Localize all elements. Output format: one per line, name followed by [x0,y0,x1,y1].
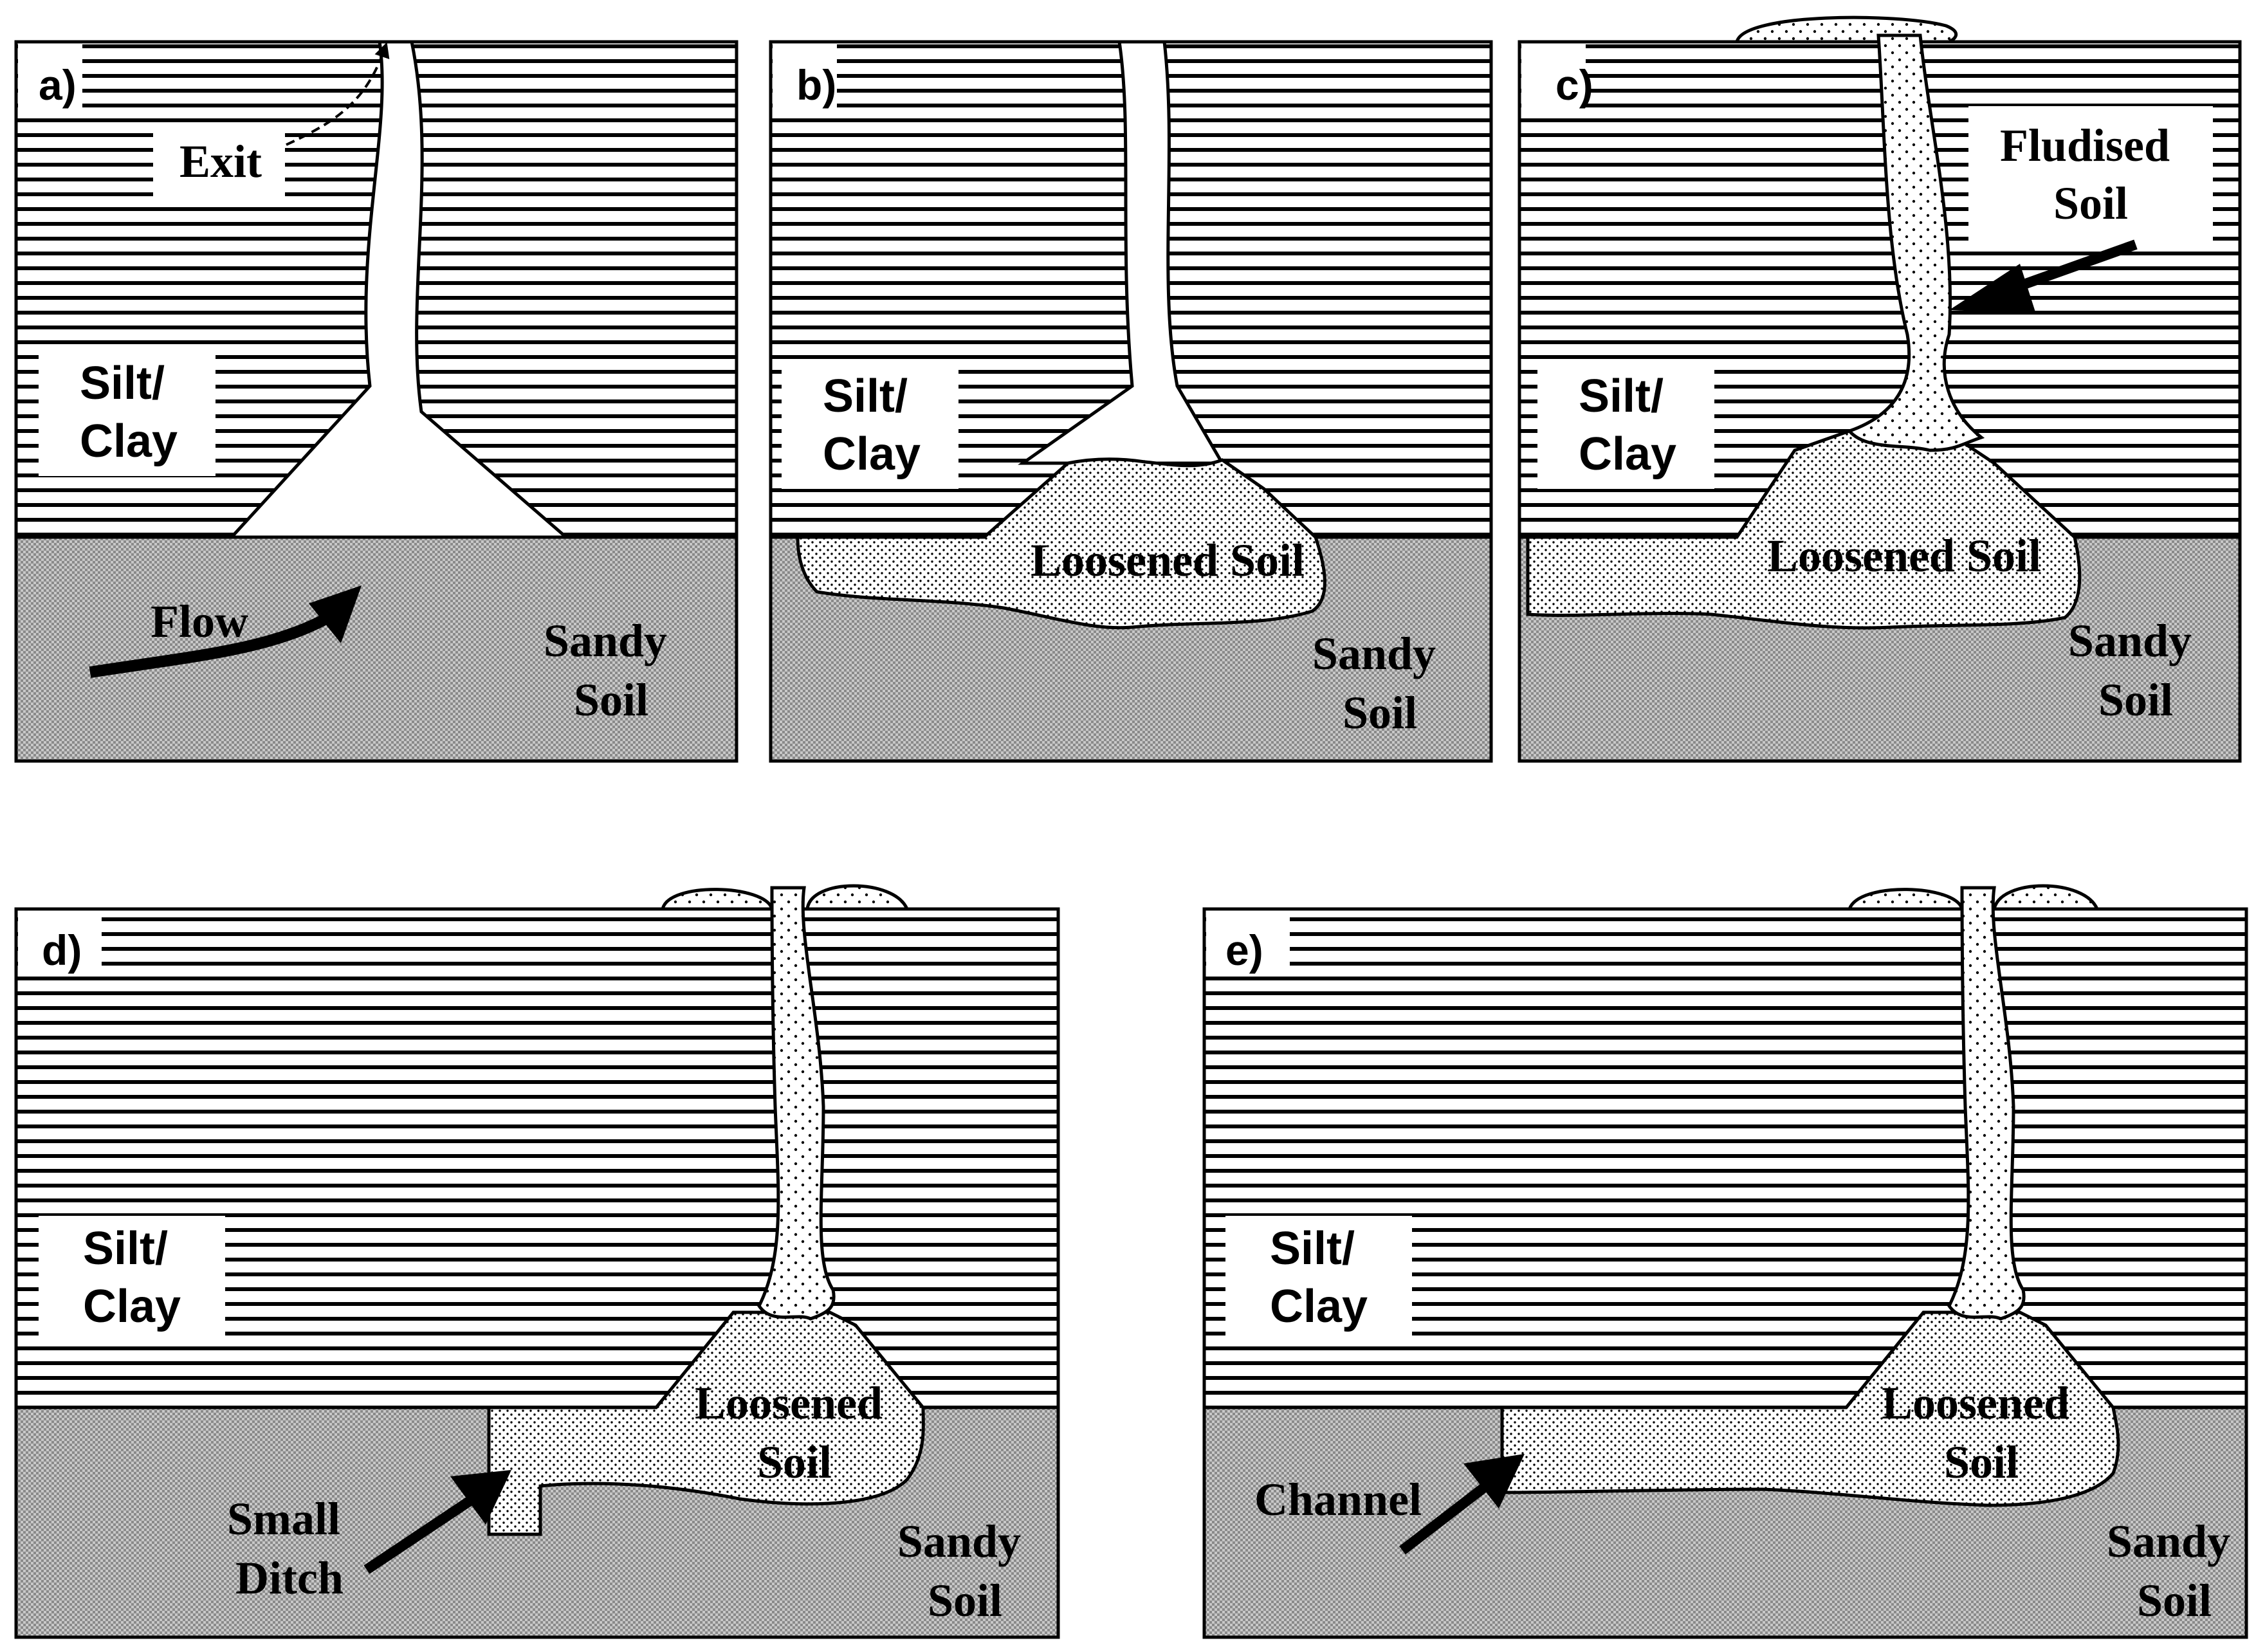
arrow-icon [1949,264,2036,314]
ejected-soil-mound [1847,888,1965,911]
pipe-path-icon [228,40,571,539]
sandy-soil-layer [14,535,738,763]
arrow-icon [1399,1482,1489,1555]
panel-d: d) Silt/ Clay Loosened Soil Small Ditch … [14,884,1060,1639]
sandy-soil-label: Sandy Soil [2068,615,2203,726]
silt-clay-label: Silt/ Clay [823,371,921,480]
fluidised-soil-label-bg [1968,106,2213,241]
panel-tag: c) [1555,61,1593,109]
panel-tag: d) [42,926,82,974]
silt-clay-label-bg [1225,1216,1412,1345]
panel-tag: a) [39,61,77,109]
silt-clay-label: Silt/ Clay [83,1223,181,1332]
panel-tag: e) [1225,926,1263,974]
loosened-soil-label: Loosened Soil [695,1377,894,1488]
fluidised-soil-pipe [1947,886,2026,1321]
ejected-soil-mound [660,888,775,911]
loosened-soil-label: Loosened Soil [1031,535,1305,586]
loosened-soil-zone [796,457,1326,630]
panel-tag: b) [796,61,836,109]
sandy-soil-label: Sandy Soil [2107,1516,2242,1626]
ejected-soil-mound [805,884,910,911]
fluidised-soil-pipe [1846,33,1985,452]
silt-clay-label: Silt/ Clay [1270,1223,1368,1332]
ejected-soil-mound [1734,15,1958,44]
panel-tag-bg [18,44,82,108]
silt-clay-label: Silt/ Clay [1579,371,1676,480]
loosened-soil-zone [1500,1310,2120,1507]
ejected-soil-mound [1992,884,2100,911]
panel-tag-bg [18,911,102,975]
loosened-soil-zone [487,1310,925,1536]
small-ditch-label: Small Ditch [227,1493,352,1604]
silt-clay-label-bg [782,360,958,489]
loosened-soil-zone [1526,426,2082,630]
silt-clay-label: Silt/ Clay [80,358,178,467]
fluidised-soil-label: Fludised Soil [2000,120,2181,229]
arrow-icon [363,1494,476,1574]
fluidised-soil-pipe [757,886,836,1321]
sandy-soil-label: Sandy Soil [1312,628,1447,739]
arrow-icon [286,42,390,146]
arrow-icon [1463,1454,1525,1509]
panel-tag-bg [1521,44,1586,108]
panel-tag-bg [1206,911,1290,975]
silt-clay-label-bg [1537,360,1714,489]
panel-a: a) Silt/ Clay Exit Flow Sandy Soil [14,40,738,763]
exit-label-bg [153,129,285,196]
panel-c: c) Silt/ Clay Fludised Soil Loosened Soi… [1518,15,2242,763]
arrow-icon [309,585,362,643]
silt-clay-label-bg [39,1216,225,1345]
panel-b: b) Silt/ Clay Loosened Soil Sandy Soil [769,40,1493,763]
channel-label: Channel [1254,1474,1422,1525]
sandy-soil-label: Sandy Soil [544,615,679,726]
sandy-soil-label: Sandy Soil [897,1516,1032,1626]
loosened-soil-label: Loosened Soil [1767,530,2041,582]
flow-label: Flow [151,596,248,647]
curved-flow-arrow-icon [89,612,331,678]
panel-tag-bg [773,44,837,108]
loosened-soil-label: Loosened Soil [1882,1377,2081,1488]
silt-clay-label-bg [39,347,216,476]
arrow-icon [450,1470,511,1525]
exit-label: Exit [179,136,262,187]
panel-e: e) Silt/ Clay Loosened Soil Channel Sand… [1202,884,2248,1639]
